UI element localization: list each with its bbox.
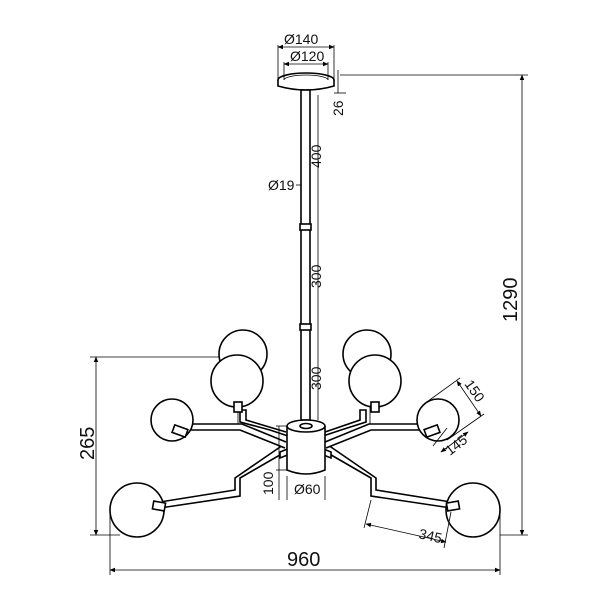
dim-hub-diameter: Ø60 <box>294 481 321 497</box>
rod-dimension-lines <box>296 95 319 420</box>
dim-hub-height: 100 <box>260 471 276 495</box>
globe-dimension-lines <box>423 377 485 453</box>
dim-rod-segment-1: 400 <box>308 144 324 168</box>
total-width-dimension <box>109 510 501 575</box>
total-height-dimension <box>340 74 528 536</box>
fixture-height-dimension <box>90 356 220 536</box>
globe <box>416 398 460 442</box>
globe <box>210 354 264 408</box>
dim-total-height: 1290 <box>500 278 522 323</box>
dim-rod-segment-3: 300 <box>308 366 324 390</box>
dim-rod-segment-2: 300 <box>308 264 324 288</box>
central-hub <box>286 419 326 475</box>
front-globes <box>109 354 501 538</box>
canopy <box>277 72 335 91</box>
arm-length-dimension <box>363 499 452 549</box>
dim-canopy-inner: Ø120 <box>290 48 324 64</box>
dim-canopy-height: 26 <box>330 100 346 116</box>
hub-dimension-lines <box>276 425 326 500</box>
dim-canopy-outer: Ø140 <box>284 31 318 47</box>
dim-arm-length: 345 <box>417 525 444 546</box>
dim-globe-outer: 150 <box>462 377 489 405</box>
dim-total-width: 960 <box>287 549 320 571</box>
globe <box>348 354 402 408</box>
canopy-dimension-lines <box>277 44 346 94</box>
dim-rod-diameter: Ø19 <box>268 177 295 193</box>
dim-fixture-height: 265 <box>77 427 99 460</box>
